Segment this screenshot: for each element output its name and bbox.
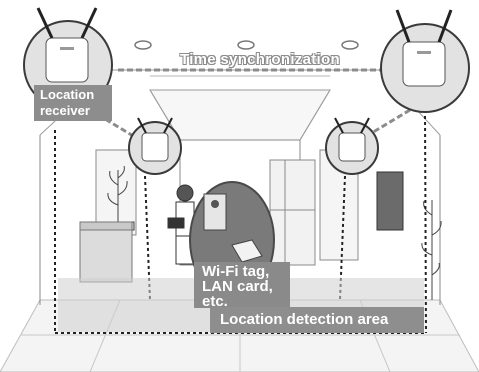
tag-label-line3: etc. [202, 293, 228, 310]
back-wall [39, 135, 441, 305]
wall-picture [376, 171, 404, 231]
time-sync-label: Time synchronization [180, 51, 340, 68]
location-receiver-label: Location receiver [34, 85, 112, 121]
ceiling-lights [134, 40, 359, 50]
reception-desk [79, 221, 133, 283]
tag-label-line1: Wi-Fi tag, [202, 263, 270, 280]
tag-label-line2: LAN card, [202, 278, 273, 295]
receiver-large-right [380, 9, 470, 113]
receiver-small-left [128, 117, 182, 175]
tag-label: Wi-Fi tag, LAN card, etc. [194, 262, 290, 310]
receiver-small-right [325, 117, 379, 175]
ceiling [39, 69, 441, 141]
detection-area-label: Location detection area [210, 307, 424, 333]
